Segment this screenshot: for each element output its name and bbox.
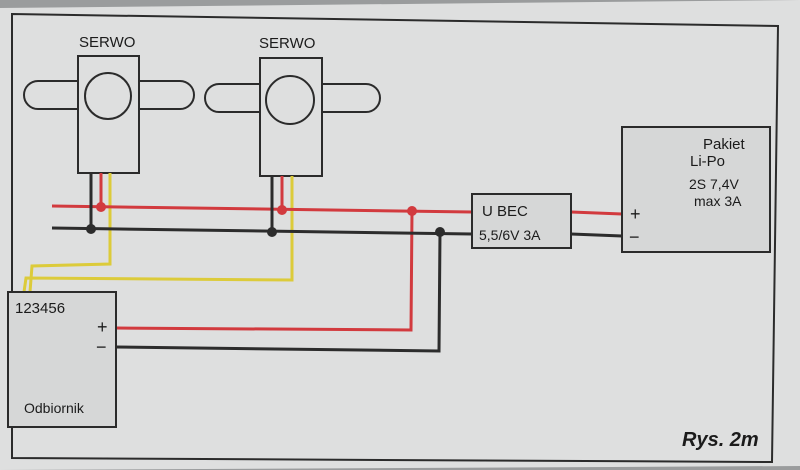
positive-wire-battery bbox=[570, 210, 623, 216]
battery-voltage: 2S 7,4V bbox=[689, 176, 739, 192]
positive-main-bus bbox=[51, 204, 473, 214]
junctions bbox=[86, 202, 445, 237]
junction-dot bbox=[267, 227, 277, 237]
receiver-minus-terminal: − bbox=[96, 337, 107, 357]
negative-main-bus bbox=[51, 226, 473, 236]
junction-dot bbox=[435, 227, 445, 237]
receiver-plus-terminal: + bbox=[97, 317, 108, 337]
junction-dot bbox=[96, 202, 106, 212]
battery-pack: Pakiet Li-Po 2S 7,4V max 3A + − bbox=[621, 126, 771, 253]
receiver-label: Odbiornik bbox=[24, 400, 85, 416]
junction-dot bbox=[86, 224, 96, 234]
servo-right-hub bbox=[265, 75, 315, 125]
servo-left-label: SERWO bbox=[79, 34, 135, 51]
ubec-label: U BEC bbox=[482, 203, 528, 220]
positive-wires bbox=[51, 173, 623, 332]
junction-dot bbox=[407, 206, 417, 216]
battery-plus-terminal: + bbox=[630, 204, 641, 224]
battery-current: max 3A bbox=[694, 193, 742, 209]
junction-dot bbox=[277, 205, 287, 215]
ubec-box bbox=[471, 193, 572, 249]
servo-left-hub bbox=[84, 72, 132, 120]
negative-wire-battery bbox=[570, 232, 623, 238]
negative-wires bbox=[51, 173, 623, 353]
receiver: 123456 + − Odbiornik bbox=[7, 291, 117, 428]
ubec-rating: 5,5/6V 3A bbox=[479, 227, 541, 243]
battery-title: Pakiet bbox=[703, 136, 746, 153]
figure-caption: Rys. 2m bbox=[682, 429, 759, 451]
battery-minus-terminal: − bbox=[629, 227, 640, 247]
signal-wire-servo-right bbox=[22, 176, 294, 293]
servo-right-label: SERWO bbox=[259, 35, 315, 52]
ubec-module: U BEC 5,5/6V 3A bbox=[471, 193, 572, 249]
servo-left: SERWO bbox=[23, 34, 195, 174]
battery-type: Li-Po bbox=[690, 153, 725, 170]
signal-wires bbox=[22, 173, 294, 293]
positive-wire-receiver bbox=[115, 210, 414, 332]
receiver-box bbox=[7, 291, 117, 428]
servo-right: SERWO bbox=[204, 35, 381, 177]
battery-box bbox=[621, 126, 771, 253]
negative-wire-receiver bbox=[115, 231, 442, 353]
receiver-channels: 123456 bbox=[15, 300, 65, 317]
